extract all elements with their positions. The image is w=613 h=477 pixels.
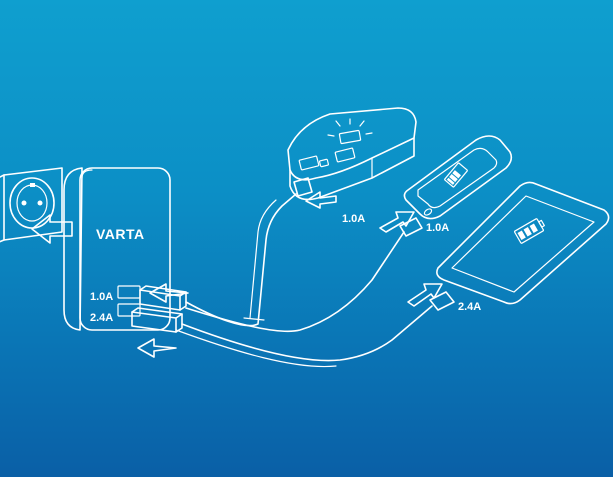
battery-icon [514, 218, 545, 244]
wall-socket-icon [0, 167, 63, 243]
arrow-icon [305, 191, 337, 209]
arrow-icon [407, 283, 443, 307]
charger-icon [63, 167, 171, 331]
arrow-icon [149, 283, 189, 303]
tablet-current-label: 2.4A [458, 301, 481, 313]
smartphone-icon [403, 135, 513, 220]
power-bank-current-label: 1.0A [342, 213, 365, 225]
usb-plug-icon [139, 285, 187, 311]
smartphone-current-label: 1.0A [426, 222, 449, 234]
usb-plug-icon [293, 177, 313, 197]
arrow-icon [137, 338, 177, 358]
brand-logo: VARTA [96, 226, 145, 242]
charger-port-bottom-label: 2.4A [90, 312, 113, 324]
arrow-icon [31, 214, 73, 244]
charger-port-top-label: 1.0A [90, 291, 113, 303]
usb-plug-icon [429, 291, 455, 311]
battery-icon [327, 118, 373, 145]
tablet-icon [436, 181, 610, 305]
cable [175, 193, 433, 368]
battery-icon [444, 162, 468, 188]
arrow-icon [379, 211, 415, 233]
power-bank-icon [287, 107, 417, 201]
usb-plug-icon [399, 217, 423, 237]
